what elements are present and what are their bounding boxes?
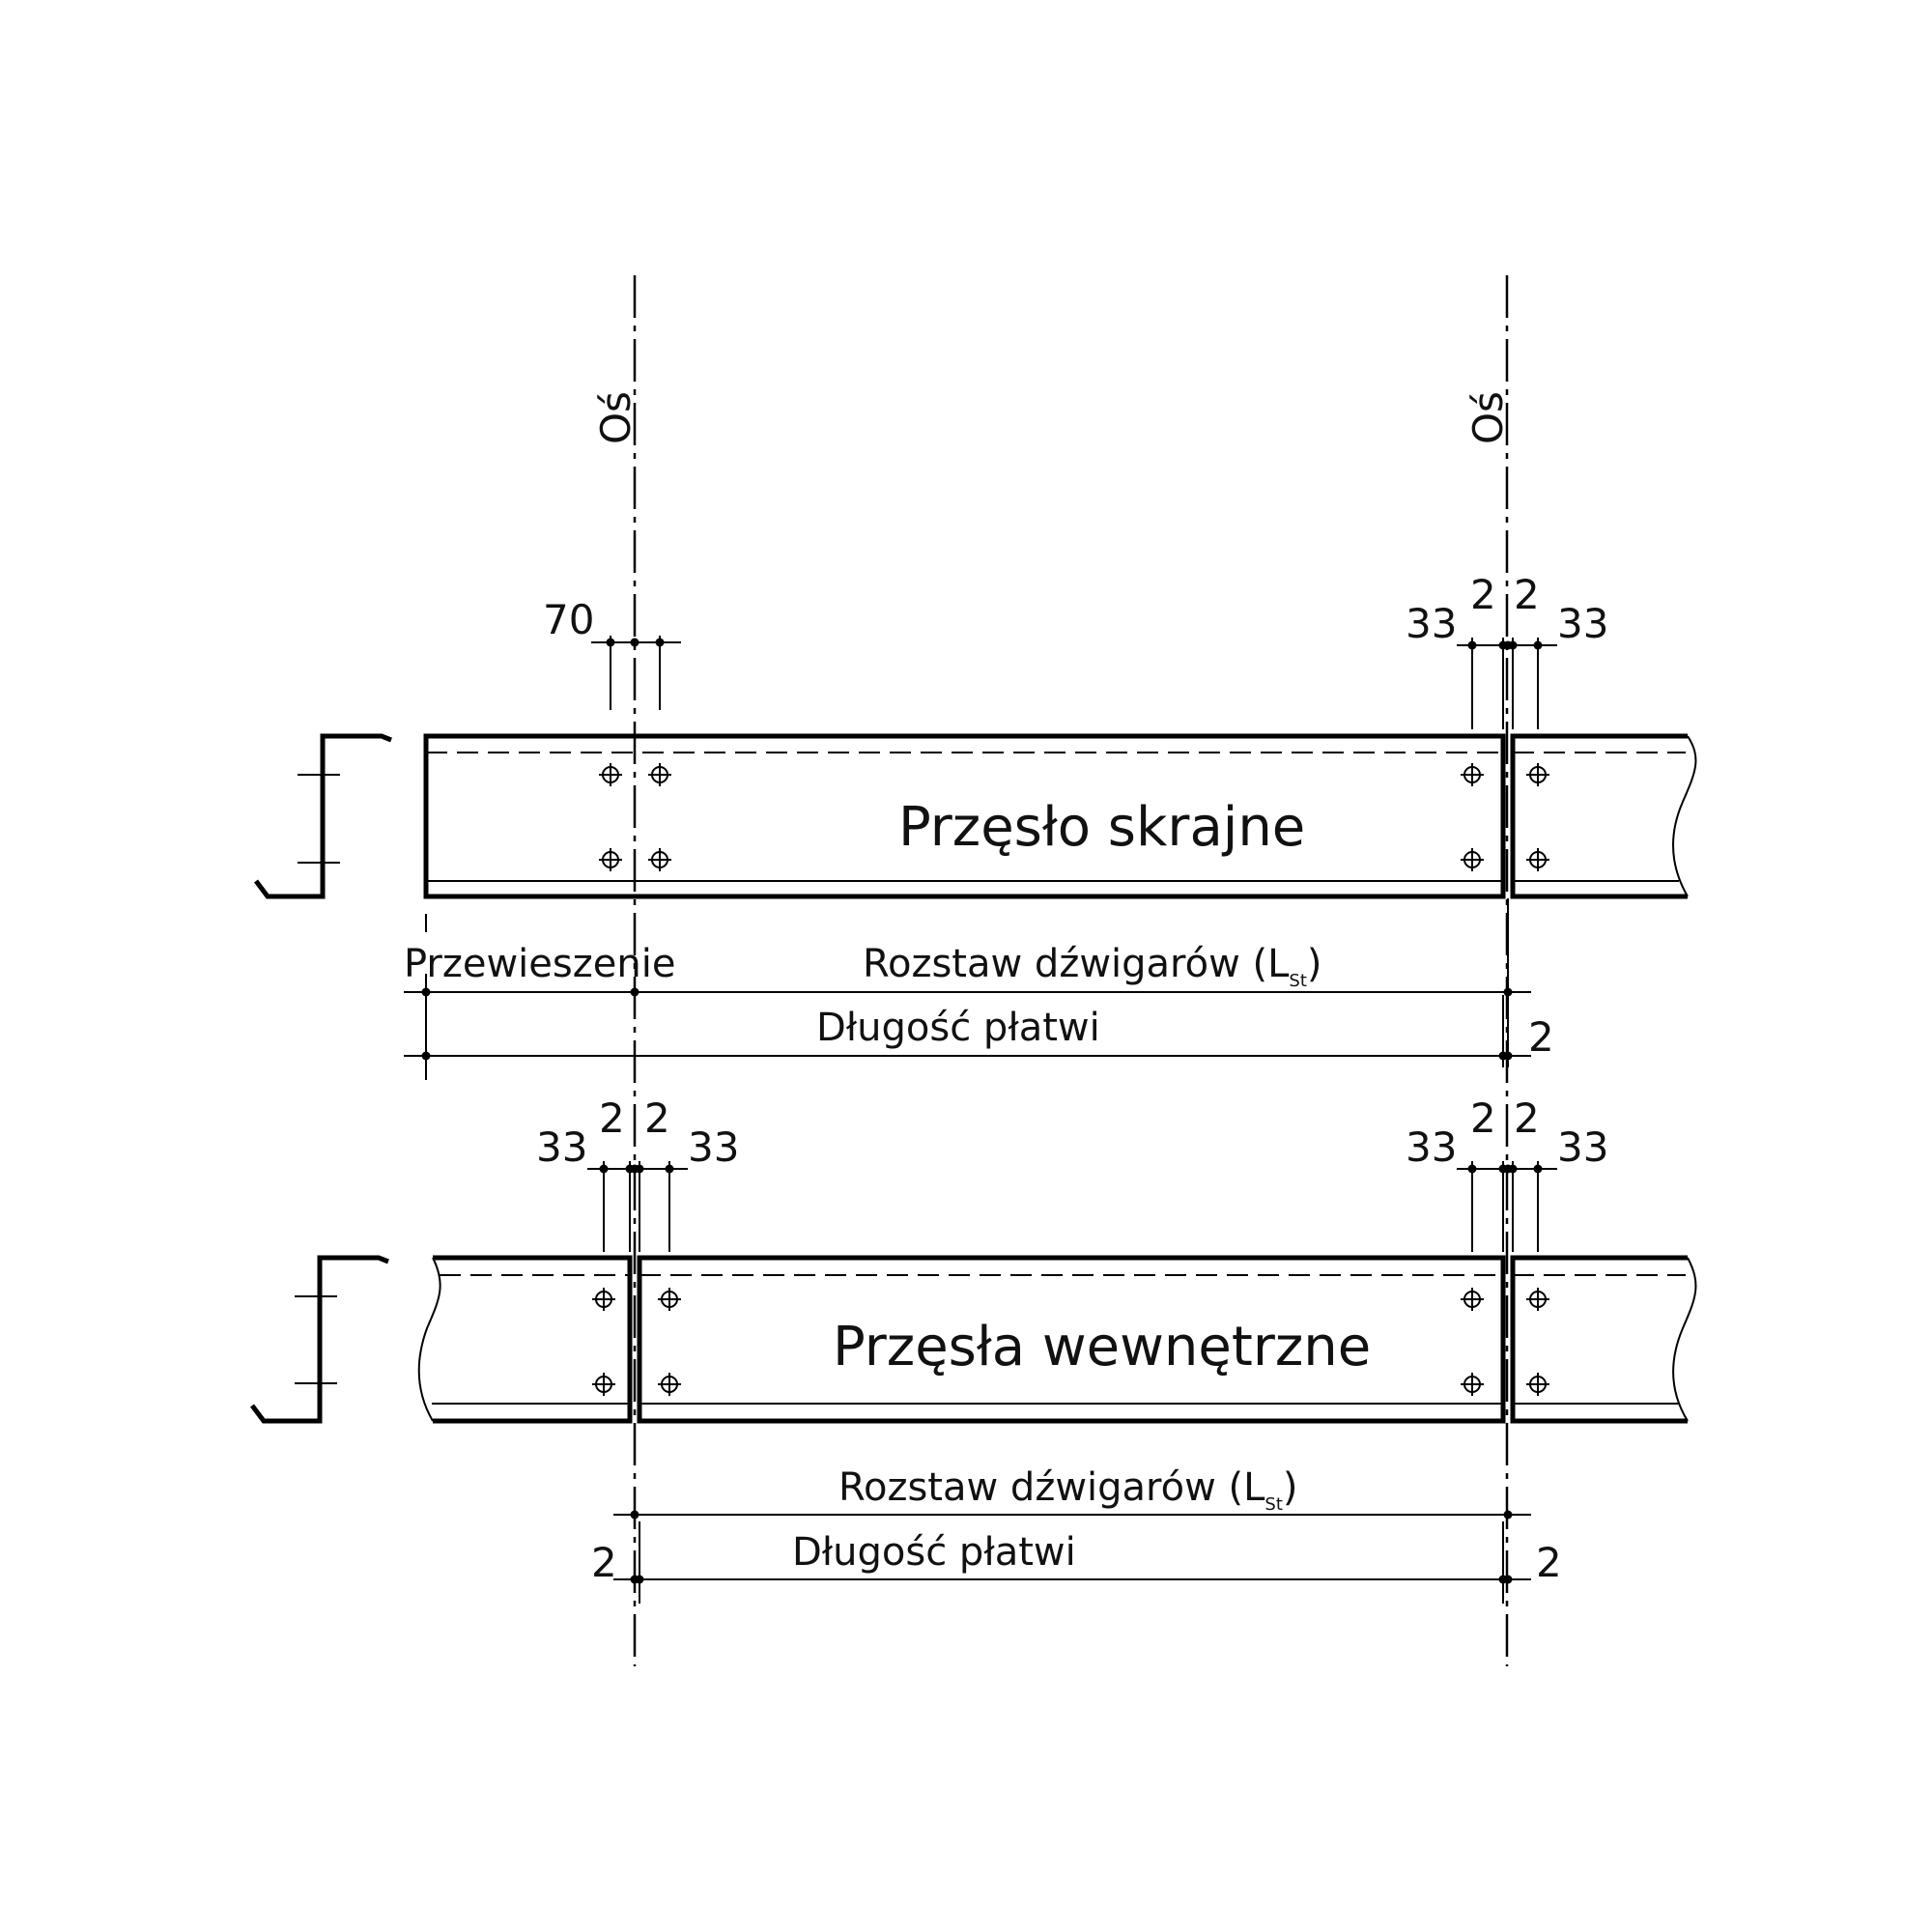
dim-label-70: 70	[543, 596, 594, 643]
axis-lines	[633, 275, 1509, 1666]
dim-label-2: 2	[1536, 1539, 1562, 1586]
bolt-holes-top	[599, 763, 1549, 871]
dim-label-2: 2	[599, 1094, 625, 1142]
bolt-hole	[658, 1373, 681, 1396]
bolt-hole	[648, 763, 671, 786]
span-title-bottom: Przęsła wewnętrzne	[833, 1316, 1371, 1378]
bolt-holes-bottom	[592, 1288, 1549, 1396]
span-title-top: Przęsło skrajne	[898, 796, 1305, 859]
dimension-chain-top-right	[1457, 638, 1557, 729]
bolt-hole	[1461, 763, 1484, 786]
dim-label-2: 2	[1470, 571, 1496, 618]
purlin-top-main	[423, 733, 1506, 899]
spacing-label-top: Rozstaw dźwigarów (LSt)	[863, 942, 1322, 991]
dim-label-2: 2	[1528, 1013, 1554, 1061]
dim-label-33: 33	[688, 1123, 739, 1171]
dimension-chain-bottom-left	[587, 1161, 688, 1252]
bolt-hole	[599, 763, 622, 786]
dim-label-2: 2	[591, 1539, 617, 1586]
dim-label-2: 2	[1470, 1094, 1496, 1142]
bolt-hole	[1461, 1373, 1484, 1396]
purlin-bottom-next	[1510, 1255, 1697, 1424]
bolt-hole	[1526, 763, 1549, 786]
bolt-hole	[1526, 1373, 1549, 1396]
purlin-length-label-bottom: Długość płatwi	[792, 1530, 1076, 1575]
purlin-bottom-prev	[417, 1255, 633, 1424]
dimension-chain-top-left	[591, 636, 681, 710]
dimension-chain-bottom-right	[1457, 1161, 1557, 1252]
dimension-lines-top-bottom	[404, 898, 1531, 1080]
axis-label-right: Oś	[1464, 391, 1512, 444]
bolt-hole	[1526, 1288, 1549, 1311]
dimension-lines-bottom-bottom	[613, 1510, 1531, 1604]
bolt-hole	[592, 1288, 615, 1311]
bolt-hole	[648, 848, 671, 871]
spacing-label-bottom: Rozstaw dźwigarów (LSt)	[838, 1465, 1298, 1515]
overhang-label: Przewieszenie	[404, 942, 675, 986]
axis-label-left: Oś	[592, 391, 639, 444]
dim-label-33: 33	[536, 1123, 587, 1171]
dim-label-2: 2	[1514, 571, 1540, 618]
bolt-hole	[599, 848, 622, 871]
z-profile-top	[254, 733, 392, 899]
purlin-bottom-main	[637, 1255, 1506, 1424]
z-profile-bottom	[250, 1255, 389, 1424]
dim-label-2: 2	[1514, 1094, 1540, 1142]
purlin-length-label-top: Długość płatwi	[816, 1006, 1100, 1050]
dim-label-33: 33	[1557, 1123, 1608, 1171]
bolt-hole	[1526, 848, 1549, 871]
bolt-hole	[592, 1373, 615, 1396]
bolt-hole	[658, 1288, 681, 1311]
dim-label-33: 33	[1406, 600, 1457, 647]
bolt-hole	[1461, 1288, 1484, 1311]
dim-label-33: 33	[1557, 600, 1608, 647]
dim-label-33: 33	[1406, 1123, 1457, 1171]
purlin-top-next	[1510, 733, 1697, 899]
bolt-hole	[1461, 848, 1484, 871]
dim-label-2: 2	[644, 1094, 670, 1142]
